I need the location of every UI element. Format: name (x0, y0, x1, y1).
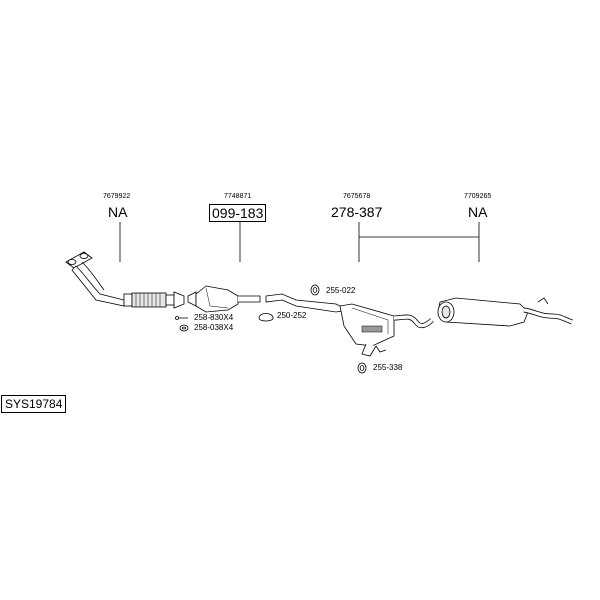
front-pipe-part (65, 251, 185, 309)
group-ref-3: 7675678 (343, 193, 371, 200)
group-code-4[interactable]: NA (468, 204, 488, 220)
group-code-2[interactable]: 099-183 (209, 204, 267, 222)
bolt-icon (175, 316, 188, 320)
nut-icon (179, 324, 189, 332)
group-code-1[interactable]: NA (108, 204, 128, 220)
hanger-a-part-label[interactable]: 255-022 (326, 286, 356, 295)
hanger-a-icon (310, 284, 320, 296)
group-ref-2: 7748871 (224, 193, 252, 200)
middle-pipe-part (265, 293, 434, 357)
rear-silencer-part (437, 297, 573, 327)
group-ref-1: 7679922 (103, 193, 131, 200)
nut-part-label[interactable]: 258-038X4 (194, 323, 234, 332)
clamp-part-label[interactable]: 250-252 (277, 311, 307, 320)
bolt-part-label[interactable]: 258-830X4 (194, 313, 234, 322)
clamp-icon (258, 313, 274, 322)
group-code-3[interactable]: 278-387 (331, 204, 383, 220)
hanger-b-icon (357, 362, 367, 374)
catalytic-converter-part (187, 285, 261, 313)
hanger-b-part-label[interactable]: 255-338 (373, 363, 403, 372)
system-code-label: SYS19784 (1, 395, 67, 413)
group-ref-4: 7709265 (464, 193, 492, 200)
